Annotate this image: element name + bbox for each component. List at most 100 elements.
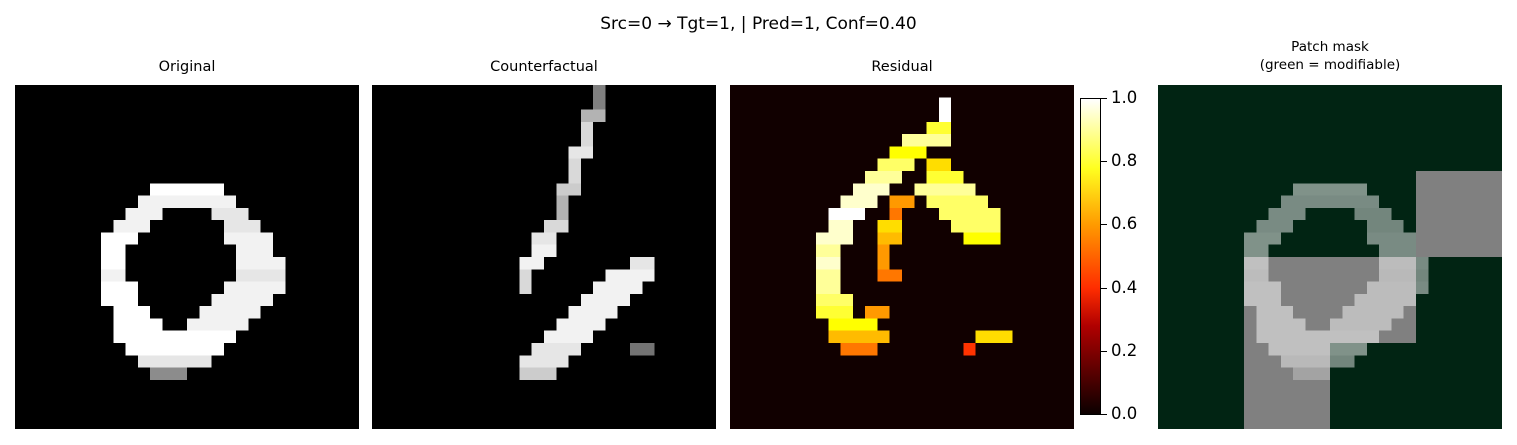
mask-overlay-run-6: [1366, 220, 1404, 233]
counterfactual-pixel-run-16: [568, 306, 618, 319]
mask-overlay-run-2: [1280, 195, 1380, 208]
colorbar-tick-label: 0.6: [1111, 214, 1138, 234]
counterfactual-image: [372, 85, 716, 429]
colorbar-tick-label: 0.8: [1111, 151, 1138, 171]
residual-pixel-run-17: [877, 220, 902, 233]
mask-patch-3-2: [1330, 343, 1416, 429]
counterfactual-pixel-run-3: [568, 146, 594, 159]
residual-pixel-run-12: [926, 195, 988, 208]
figure-suptitle: Src=0 → Tgt=1, | Pred=1, Conf=0.40: [600, 14, 917, 34]
counterfactual-pixel-run-5: [556, 183, 581, 196]
mask-overlay-run-7: [1244, 232, 1281, 245]
colorbar-tick-label: 1.0: [1111, 88, 1138, 107]
mask-overlay-run-14: [1379, 269, 1429, 282]
colorbar-tick-mark: [1101, 287, 1107, 289]
original-pixel-run-26: [137, 355, 212, 368]
mask-patch-0-1: [1244, 85, 1330, 171]
residual-pixel-run-35: [963, 343, 976, 356]
original-pixel-run-5: [113, 220, 151, 233]
counterfactual-pixel-run-13: [605, 269, 655, 282]
mask-overlay-run-10: [1379, 244, 1416, 257]
original-pixel-run-10: [236, 244, 273, 257]
original-pixel-run-24: [174, 330, 237, 343]
residual-pixel-run-21: [963, 232, 1001, 245]
residual-pixel-run-1: [926, 121, 952, 135]
original-pixel-run-2: [137, 195, 237, 208]
counterfactual-pixel-run-8: [531, 232, 557, 245]
mask-overlay-run-20: [1342, 306, 1404, 319]
residual-pixel-run-30: [865, 306, 890, 319]
mask-overlay-run-9: [1244, 244, 1269, 257]
counterfactual-pixel-run-15: [580, 293, 630, 307]
counterfactual-pixel-run-21: [519, 367, 557, 380]
mask-patch-0-0: [1158, 85, 1244, 171]
counterfactual-pixel-run-10: [519, 257, 544, 270]
original-pixel-run-7: [101, 232, 138, 245]
mask-patch-1-0: [1158, 171, 1244, 257]
mask-overlay-run-25: [1268, 343, 1367, 356]
original-pixel-run-19: [113, 306, 151, 319]
residual-pixel-run-9: [914, 183, 976, 196]
residual-pixel-run-7: [926, 171, 964, 184]
original-pixel-run-11: [101, 257, 126, 270]
mask-title-line2: (green = modifiable): [1259, 57, 1401, 73]
residual-pixel-run-20: [877, 232, 902, 245]
residual-pixel-run-18: [951, 220, 1001, 233]
counterfactual-pixel-run-19: [531, 343, 581, 356]
mask-overlay-run-21: [1256, 318, 1306, 331]
original-pixel-run-1: [150, 183, 224, 196]
mask-overlay-run-15: [1244, 281, 1281, 294]
mask-patch-3-1: [1244, 343, 1330, 429]
mask-overlay-run-24: [1317, 330, 1380, 343]
counterfactual-pixel-run-2: [580, 121, 594, 147]
original-pixel-run-9: [101, 244, 126, 257]
original-pixel-run-23: [113, 330, 175, 343]
mask-overlay-run-1: [1293, 183, 1367, 196]
colorbar-tick-mark: [1101, 224, 1107, 226]
colorbar-tick-label: 0.0: [1111, 404, 1138, 423]
mask-overlay-run-13: [1244, 269, 1269, 282]
residual-pixel-run-4: [877, 158, 915, 171]
residual-pixel-run-15: [938, 207, 1001, 221]
mask-overlay-run-27: [1293, 367, 1330, 380]
mask-image: [1158, 85, 1502, 429]
original-pixel-run-12: [236, 257, 286, 270]
original-pixel-run-21: [113, 318, 163, 331]
residual-pixel-run-33: [840, 343, 878, 356]
original-pixel-run-16: [223, 281, 286, 294]
residual-pixel-run-8: [852, 183, 890, 196]
colorbar-tick-mark: [1101, 350, 1107, 352]
residual-pixel-run-5: [926, 158, 952, 171]
residual-pixel-run-16: [828, 220, 853, 233]
mask-overlay-run-16: [1366, 281, 1429, 294]
mask-overlay-run-4: [1354, 207, 1392, 221]
counterfactual-pixel-run-18: [544, 330, 594, 343]
colorbar: [1080, 98, 1101, 415]
counterfactual-pixel-run-1: [580, 109, 606, 122]
colorbar-tick-mark: [1101, 98, 1107, 99]
mask-patch-3-0: [1158, 343, 1244, 429]
mask-overlay-run-8: [1366, 232, 1416, 245]
counterfactual-pixel-run-14: [593, 281, 643, 294]
residual-pixel-run-13: [828, 207, 866, 221]
counterfactual-pixel-run-9: [531, 244, 557, 257]
counterfactual-pixel-run-4: [568, 158, 581, 184]
residual-pixel-run-3: [889, 146, 927, 159]
residual-pixel-run-28: [816, 293, 853, 307]
counterfactual-pixel-run-12: [630, 257, 655, 270]
counterfactual-pixel-run-20: [519, 355, 569, 368]
counterfactual-pixel-run-17: [556, 318, 606, 331]
original-pixel-run-6: [223, 220, 261, 233]
residual-pixel-run-14: [889, 207, 902, 221]
mask-patch-3-3: [1416, 343, 1502, 429]
original-pixel-run-20: [199, 306, 261, 319]
residual-pixel-run-6: [865, 171, 902, 184]
residual-pixel-run-32: [828, 330, 890, 343]
colorbar-tick-mark: [1101, 414, 1107, 415]
original-pixel-run-13: [101, 269, 126, 282]
mask-overlay-run-12: [1379, 257, 1429, 270]
original-pixel-run-25: [125, 343, 224, 356]
mask-patch-2-3: [1416, 257, 1502, 343]
mask-overlay-run-23: [1256, 330, 1318, 343]
residual-pixel-run-0: [938, 97, 952, 122]
